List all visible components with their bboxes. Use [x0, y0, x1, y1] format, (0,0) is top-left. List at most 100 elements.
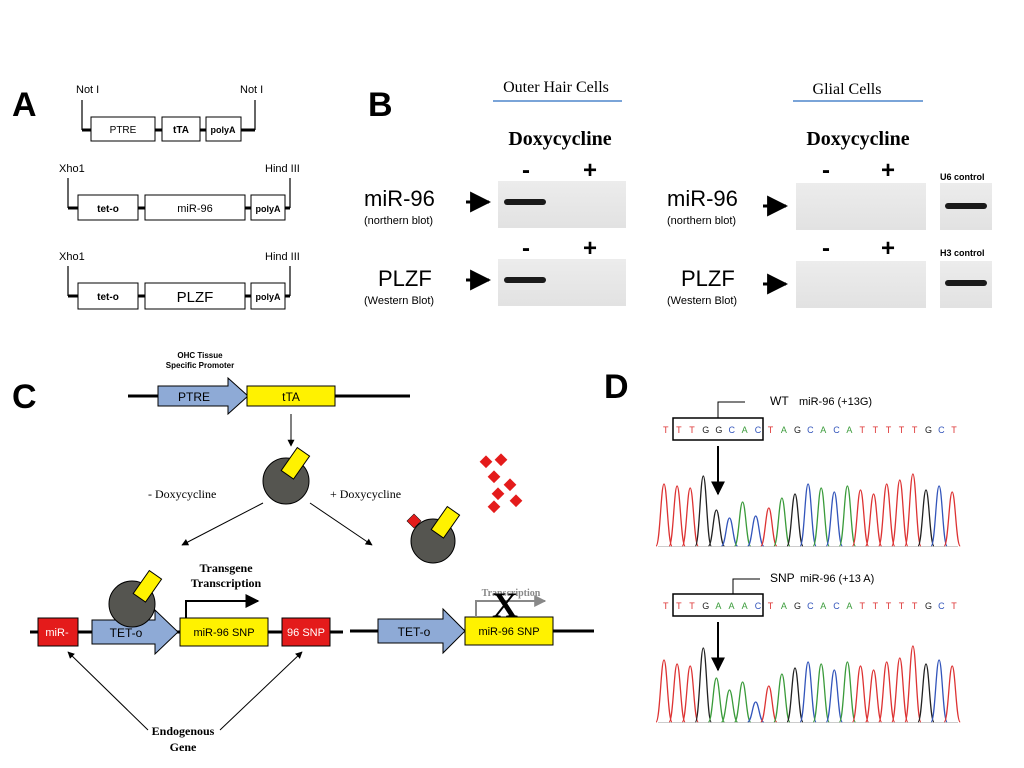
- sequence-base: T: [951, 425, 957, 435]
- sequence-base: T: [768, 425, 774, 435]
- transgene-label-1: Transgene: [199, 561, 253, 575]
- construct-teto-mir96: Xho1 Hind III tet-o miR-96 polyA: [59, 163, 300, 221]
- mir96snp-box-right: [464, 616, 554, 646]
- tta-box-label: tTA: [173, 125, 189, 136]
- sequence-base: A: [729, 601, 735, 611]
- h3-control-label: H3 control: [940, 248, 985, 258]
- ohc-mir96-label: miR-96: [364, 186, 435, 211]
- teto-arrow-right-label: TET-o: [398, 625, 431, 639]
- panel-a-label: A: [12, 86, 37, 124]
- ptre-arrow-label: PTRE: [178, 390, 210, 404]
- mir96-box-label: miR-96: [177, 203, 212, 215]
- ptre-arrow: [157, 376, 249, 416]
- trace-peak: [943, 491, 961, 547]
- trace-peak: [747, 515, 765, 547]
- sequence-base: T: [886, 425, 892, 435]
- sequence-base: T: [873, 601, 879, 611]
- trace-peak: [694, 647, 712, 723]
- trace-peak: [760, 685, 778, 723]
- site-right-label: Not I: [240, 84, 263, 96]
- trace-peak: [812, 663, 830, 723]
- trace-peak: [786, 493, 804, 547]
- sequence-base: G: [794, 425, 801, 435]
- trace-peak: [773, 497, 791, 547]
- snp-seq-box: [672, 593, 764, 617]
- sequence-base: T: [768, 601, 774, 611]
- ptre-box-label: PTRE: [110, 125, 137, 136]
- sequence-base: T: [689, 425, 695, 435]
- teto-box-label: tet-o: [97, 204, 119, 215]
- trace-peak: [825, 669, 843, 723]
- mir-left-label: miR-: [45, 627, 69, 639]
- sequence-base: T: [689, 601, 695, 611]
- panel-b: B Outer Hair Cells Doxycycline - + miR-9…: [364, 79, 992, 308]
- glial-mir96-blot: [796, 183, 926, 230]
- trace-peak: [720, 689, 739, 723]
- trace-peak: [786, 667, 804, 723]
- sequence-base: C: [833, 425, 840, 435]
- sequence-base: T: [899, 425, 905, 435]
- trace-peak: [773, 673, 791, 723]
- trace-peak: [917, 489, 935, 547]
- trace-peak: [655, 483, 673, 547]
- panel-d-label: D: [604, 368, 629, 406]
- teto-box: [77, 282, 139, 310]
- trace-peak: [838, 661, 857, 723]
- sequence-base: C: [729, 425, 736, 435]
- trace-peak: [681, 665, 699, 723]
- ohc-plus-2: +: [583, 235, 597, 262]
- sequence-base: T: [912, 601, 918, 611]
- block-x-mark: X: [492, 585, 518, 625]
- trace-peak: [668, 663, 686, 723]
- trace-peak: [891, 479, 909, 547]
- trace-peak: [760, 507, 778, 547]
- construct-teto-plzf: Xho1 Hind III tet-o PLZF polyA: [59, 251, 300, 310]
- trace-peak: [747, 701, 765, 723]
- site-left-label: Not I: [76, 84, 99, 96]
- glial-minus-2: -: [822, 235, 830, 262]
- trace-peak: [812, 487, 830, 547]
- trace-peak: [720, 517, 739, 547]
- sequence-base: A: [846, 425, 852, 435]
- ohc-minus-2: -: [522, 235, 530, 262]
- sequence-base: A: [820, 601, 826, 611]
- mir96snp-label-right: miR-96 SNP: [478, 626, 539, 638]
- trace-peak: [681, 487, 699, 547]
- snp96-box: [281, 617, 331, 647]
- endogenous-label-2: Gene: [170, 740, 197, 754]
- sequence-base: G: [794, 601, 801, 611]
- plzf-box: [144, 282, 246, 310]
- sequence-base: A: [781, 601, 787, 611]
- sequence-base: C: [755, 601, 762, 611]
- sequence-base: A: [781, 425, 787, 435]
- trace-peak: [943, 665, 961, 723]
- trace-peak: [904, 473, 922, 547]
- ohc-mir96-band: [504, 199, 546, 205]
- trace-peak: [904, 645, 922, 723]
- wt-label: WT: [770, 394, 789, 408]
- glial-plzf-sub: (Western Blot): [667, 295, 737, 307]
- ohc-minus-1: -: [522, 157, 530, 184]
- tta-protein: [262, 446, 311, 505]
- teto-arrow-right: [377, 607, 466, 655]
- snp-label: SNP: [770, 571, 795, 585]
- trace-peak: [917, 663, 935, 723]
- trace-peak: [930, 485, 948, 547]
- sequence-base: T: [676, 601, 682, 611]
- trace-peak: [930, 659, 948, 723]
- sequence-base: G: [715, 425, 722, 435]
- sequence-base: T: [860, 601, 866, 611]
- trace-peak: [733, 501, 752, 547]
- u6-control-band: [945, 203, 987, 209]
- panel-a: A Not I Not I PTRE tTA polyA Xho1 Hind I…: [12, 84, 300, 310]
- endogenous-label-1: Endogenous: [152, 724, 215, 738]
- site-left-label: Xho1: [59, 163, 85, 175]
- trace-peak: [799, 483, 817, 547]
- sequence-base: C: [807, 601, 814, 611]
- sequence-base: A: [742, 601, 748, 611]
- sequence-base: T: [663, 601, 669, 611]
- mir96-box: [144, 194, 246, 221]
- trace-peak: [851, 489, 870, 547]
- ohc-plus-1: +: [583, 157, 597, 184]
